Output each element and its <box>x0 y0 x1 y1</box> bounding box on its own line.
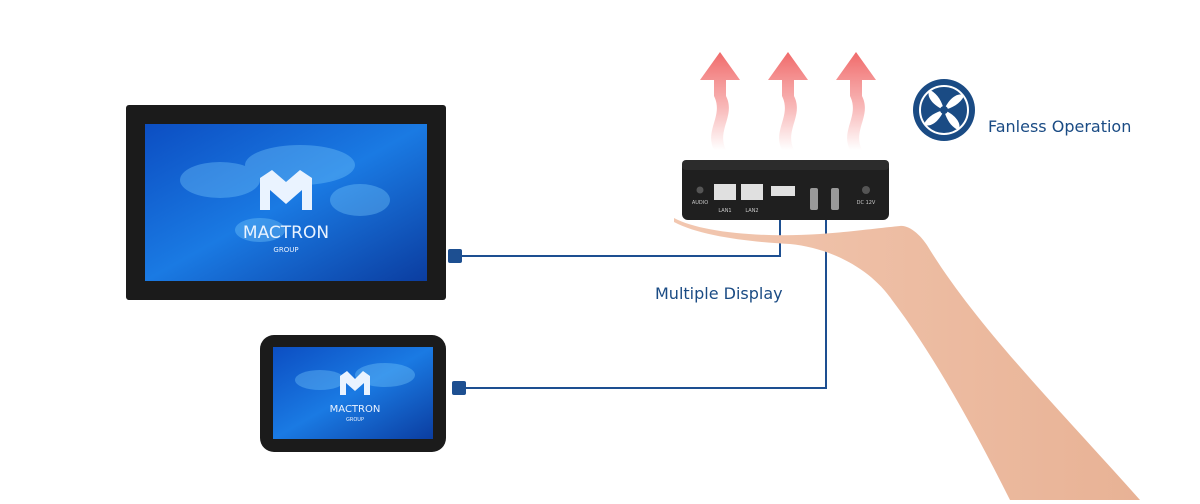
lan1-port <box>714 184 736 200</box>
fanless-operation-label: Fanless Operation <box>988 117 1132 136</box>
audio-port-label: AUDIO <box>692 200 708 206</box>
cable-bottom <box>466 218 827 389</box>
dc-port-label: DC 12V <box>857 200 876 206</box>
cable-bottom-connector <box>452 381 466 395</box>
large-monitor-logo-text: MACTRON <box>243 223 329 243</box>
heat-arrow-icon <box>700 52 876 150</box>
cable-top <box>460 218 781 257</box>
hdmi-port-2 <box>831 188 839 210</box>
dc-port <box>862 186 870 194</box>
audio-port <box>696 186 704 194</box>
cable-top-connector <box>448 249 462 263</box>
small-monitor-logo-subtext: GROUP <box>346 417 364 423</box>
large-monitor-logo: MACTRON GROUP <box>243 170 329 254</box>
small-monitor-logo-text: MACTRON <box>330 404 381 415</box>
hdmi-port-1 <box>810 188 818 210</box>
small-monitor-logo: MACTRON GROUP <box>330 371 381 423</box>
mini-pc: AUDIO LAN1 LAN2 DC 12V <box>682 160 889 220</box>
large-monitor-logo-subtext: GROUP <box>273 246 298 254</box>
small-monitor: MACTRON GROUP <box>260 335 446 452</box>
lan2-port <box>741 184 763 200</box>
multiple-display-label: Multiple Display <box>655 284 783 303</box>
usb-port <box>771 186 795 196</box>
display-cables <box>460 218 827 389</box>
fan-icon <box>913 79 975 141</box>
hand-and-arm <box>674 218 1140 500</box>
large-monitor: MACTRON GROUP <box>126 105 446 300</box>
lan1-port-label: LAN1 <box>718 208 731 214</box>
small-monitor-screen <box>273 347 433 439</box>
large-monitor-map <box>180 145 390 242</box>
lan2-port-label: LAN2 <box>745 208 758 214</box>
mini-pc-ports: AUDIO LAN1 LAN2 DC 12V <box>692 184 876 214</box>
